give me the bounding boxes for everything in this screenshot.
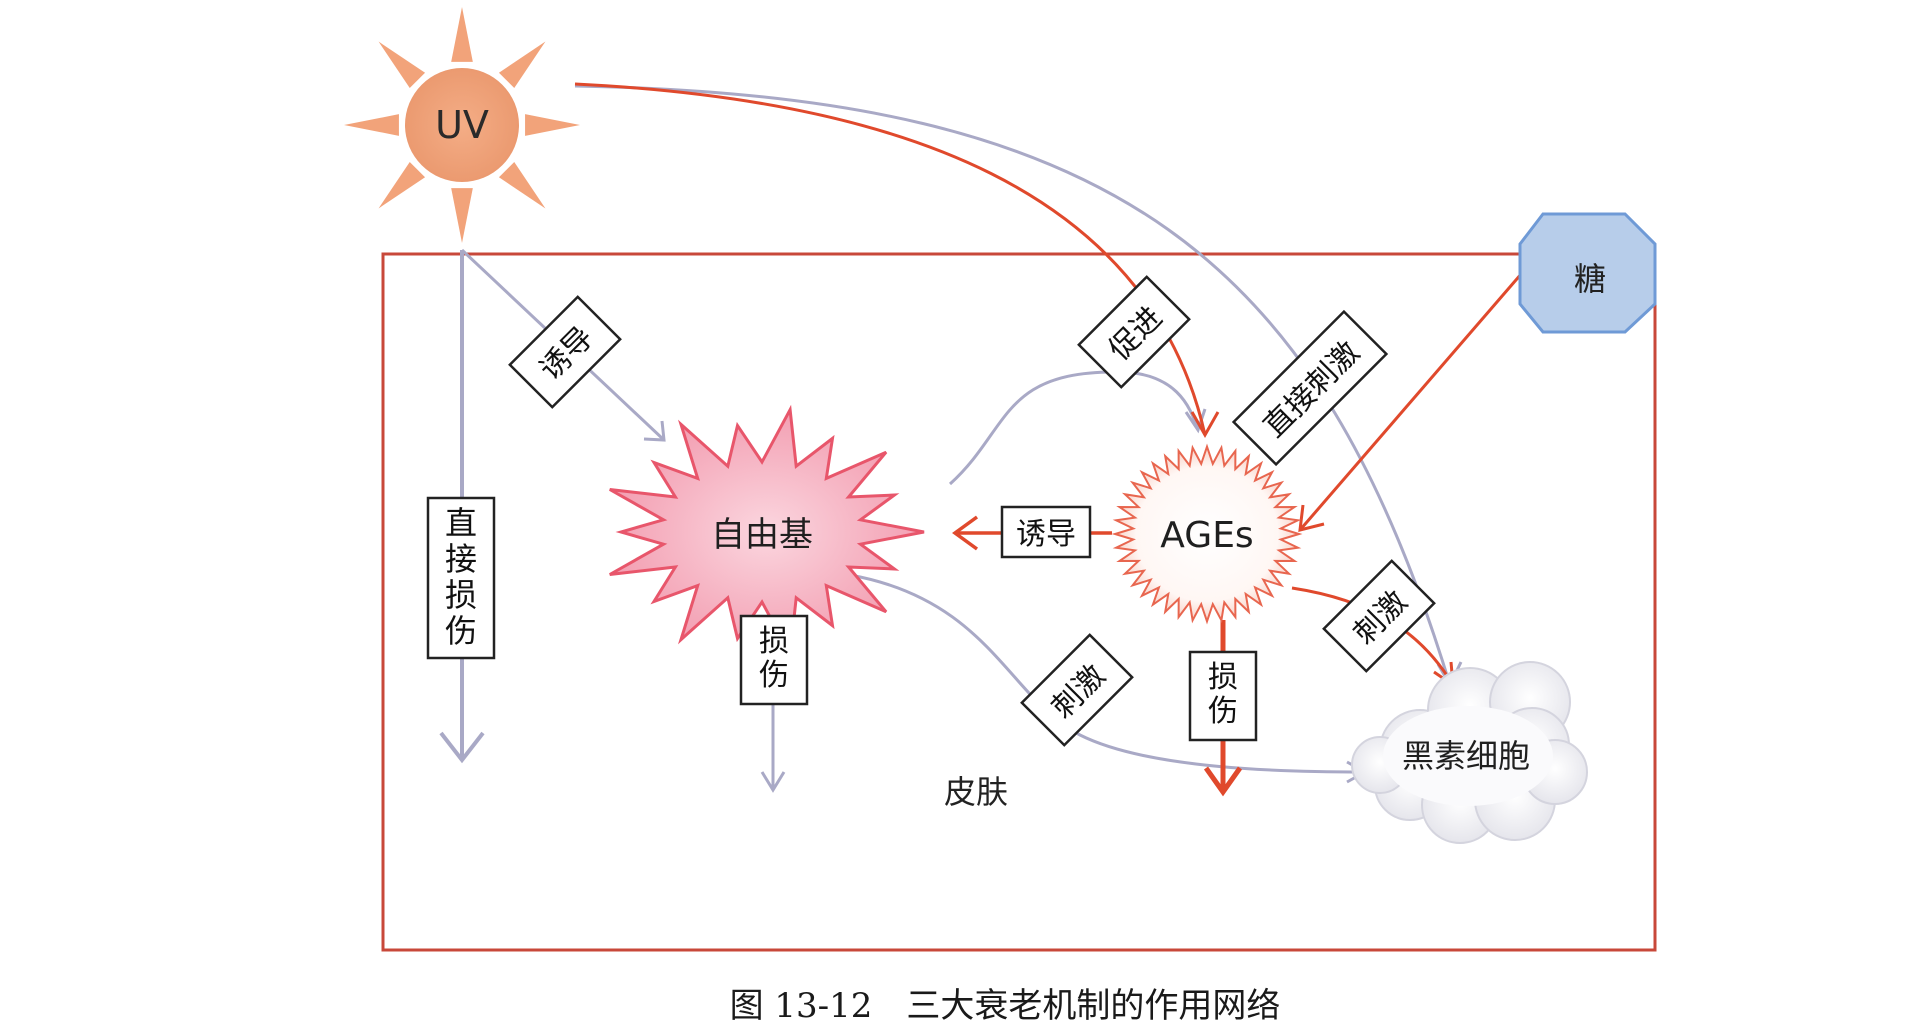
uv-sun-icon: UV bbox=[344, 7, 580, 243]
ages-label: AGEs bbox=[1160, 515, 1253, 556]
arrow-free-radical-to-ages-grey bbox=[948, 370, 1207, 486]
svg-text:损伤: 损伤 bbox=[1208, 660, 1238, 729]
melanocyte-label: 黑素细胞 bbox=[1402, 737, 1530, 775]
sugar-label: 糖 bbox=[1574, 260, 1606, 298]
label-uv-direct-stimulate: 直接刺激 bbox=[1231, 309, 1389, 467]
label-free-radical-stimulate: 刺激 bbox=[1020, 633, 1134, 747]
sun-ray bbox=[525, 114, 580, 136]
label-free-radical-damage: 损伤 bbox=[739, 614, 809, 706]
label-ages-induce: 诱导 bbox=[1000, 505, 1092, 559]
label-ages-damage: 损伤 bbox=[1188, 650, 1258, 742]
skin-frame bbox=[381, 252, 1657, 952]
label-ages-stimulate: 刺激 bbox=[1322, 559, 1436, 673]
uv-label: UV bbox=[435, 103, 489, 147]
arrow-sugar-to-ages bbox=[1298, 272, 1524, 532]
sun-ray bbox=[378, 161, 426, 209]
label-uv-promote: 促进 bbox=[1077, 275, 1191, 389]
label-uv-direct-damage: 直接损伤 bbox=[426, 496, 496, 660]
free-radical-label: 自由基 bbox=[711, 515, 813, 555]
svg-text:损伤: 损伤 bbox=[759, 624, 789, 693]
ages-node: AGEs bbox=[1111, 443, 1303, 625]
sun-ray bbox=[451, 188, 473, 243]
sun-ray bbox=[344, 114, 399, 136]
sun-ray bbox=[498, 41, 546, 89]
sun-ray bbox=[451, 7, 473, 62]
sun-ray bbox=[498, 161, 546, 209]
free-radical-node: 自由基 bbox=[609, 404, 925, 660]
sugar-node: 糖 bbox=[1518, 212, 1657, 334]
figure-caption: 图 13-12 三大衰老机制的作用网络 bbox=[730, 986, 1281, 1026]
sun-ray bbox=[378, 41, 426, 89]
svg-text:诱导: 诱导 bbox=[1016, 517, 1076, 552]
label-uv-induce: 诱导 bbox=[508, 295, 622, 409]
melanocyte-node: 黑素细胞 bbox=[1351, 661, 1588, 844]
svg-text:直接损伤: 直接损伤 bbox=[445, 504, 477, 650]
skin-label: 皮肤 bbox=[944, 773, 1008, 811]
